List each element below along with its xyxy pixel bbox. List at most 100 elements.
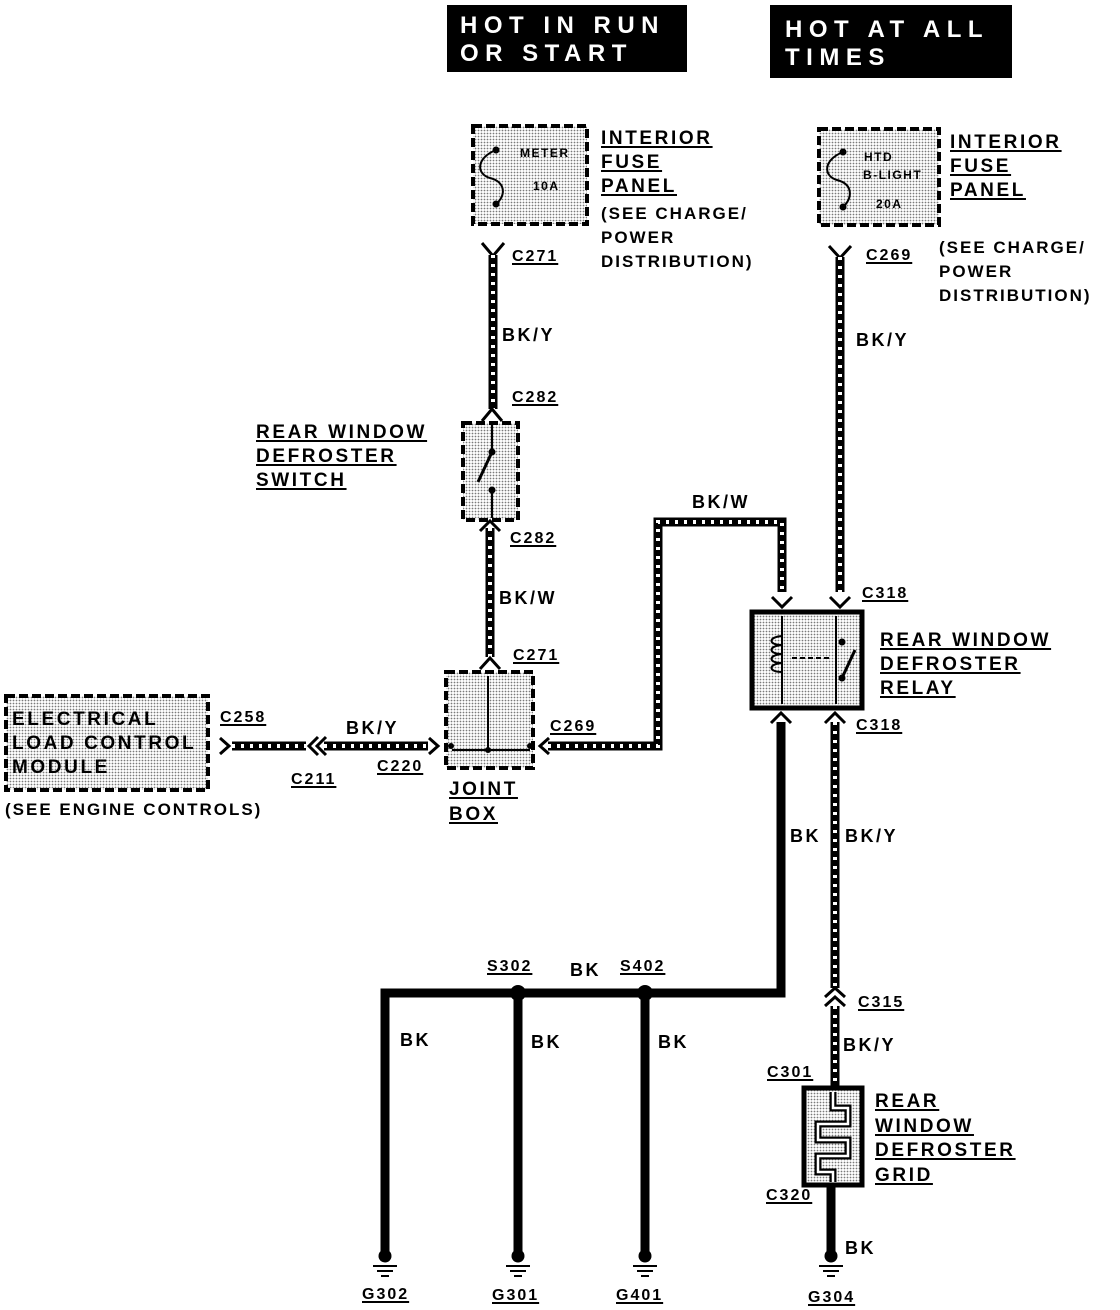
splice-s302 xyxy=(510,985,526,1001)
fuse-element-icon xyxy=(479,149,504,205)
banner-hot-at-all-times: HOT AT ALL TIMES xyxy=(785,16,989,72)
banner-line: TIMES xyxy=(785,44,891,71)
label-line: BOX xyxy=(449,804,498,825)
connector-c282-top xyxy=(480,406,504,422)
wire-color-label: BK xyxy=(658,1032,689,1052)
connector-c282-bottom-label: C282 xyxy=(510,530,557,547)
fuse-meter-name: METER xyxy=(520,146,570,160)
connector-c211 xyxy=(306,735,328,757)
label-line: REAR WINDOW xyxy=(256,422,428,443)
wire-color-label: BK xyxy=(570,960,601,980)
note-line: POWER xyxy=(939,262,1014,281)
banner-hot-in-run-background xyxy=(447,5,687,72)
ground-g301-icon xyxy=(506,1249,530,1277)
wire-bk-w-joint-box-to-relay xyxy=(548,517,787,751)
note-line: (SEE CHARGE/ xyxy=(601,204,748,223)
connector-c301-label: C301 xyxy=(767,1064,814,1081)
fuse-panel-left-note: (SEE CHARGE/ POWER DISTRIBUTION) xyxy=(601,202,754,274)
label-line: RELAY xyxy=(880,678,956,699)
label-line: WINDOW xyxy=(875,1115,974,1137)
label-line: INTERIOR xyxy=(950,132,1062,153)
label-line: INTERIOR xyxy=(601,128,713,149)
elm-label: ELECTRICAL LOAD CONTROL MODULE xyxy=(12,708,196,780)
connector-c269-fuse-label: C269 xyxy=(866,247,913,264)
wire-color-label: BK/Y xyxy=(346,718,400,738)
ground-g401-icon xyxy=(633,1249,657,1277)
rear-window-defroster-grid xyxy=(801,1085,865,1188)
wire-color-label: BK xyxy=(845,1238,876,1258)
splice-s402 xyxy=(637,985,653,1001)
connector-c269-fuse xyxy=(827,244,853,261)
connector-c220-label: C220 xyxy=(377,758,424,775)
connector-c271-fuse xyxy=(480,242,506,259)
connector-c318-top-label: C318 xyxy=(862,585,909,602)
relay-coil-icon xyxy=(770,635,783,673)
fuse-meter-rating: 10A xyxy=(533,179,560,193)
connector-c315 xyxy=(823,985,847,1008)
fuse-htd-name: B-LIGHT xyxy=(863,168,923,182)
wire-color-label: BK/Y xyxy=(845,826,899,846)
note-line: POWER xyxy=(601,228,676,247)
label-line: DEFROSTER xyxy=(875,1140,1016,1161)
label-line: JOINT xyxy=(449,779,518,800)
ground-g302-icon xyxy=(373,1249,397,1277)
wire-color-label: BK xyxy=(790,826,821,846)
wire-color-label: BK/W xyxy=(499,588,557,608)
elm-note: (SEE ENGINE CONTROLS) xyxy=(5,800,263,819)
label-line: DEFROSTER xyxy=(880,654,1021,675)
wire-bk-relay-to-grounds xyxy=(380,722,786,1252)
note-line: DISTRIBUTION) xyxy=(601,252,754,271)
electrical-load-control-module xyxy=(4,694,210,792)
connector-c269-joint-label: C269 xyxy=(550,718,597,735)
fuse-meter-10a xyxy=(471,124,589,226)
note-line: DISTRIBUTION) xyxy=(939,286,1092,305)
joint-box xyxy=(444,670,535,770)
label-line: FUSE xyxy=(601,152,663,173)
banner-line: HOT AT ALL xyxy=(785,16,990,43)
wire-color-label: BK/Y xyxy=(502,325,556,345)
ground-g304-label: G304 xyxy=(808,1289,856,1306)
connector-c315-label: C315 xyxy=(858,994,905,1011)
connector-c320-label: C320 xyxy=(766,1187,813,1204)
rear-window-defroster-switch xyxy=(461,421,520,522)
label-line: MODULE xyxy=(12,757,110,778)
wire-color-label: BK/W xyxy=(692,492,750,512)
label-line: FUSE xyxy=(950,156,1012,177)
connector-c258-label: C258 xyxy=(220,709,267,726)
connector-c220 xyxy=(428,736,441,756)
banner-line: OR START xyxy=(460,40,633,67)
banner-hot-at-all-times-background xyxy=(770,5,1012,78)
splice-s302-label: S302 xyxy=(487,958,533,975)
label-line: REAR WINDOW xyxy=(880,630,1052,651)
label-line: PANEL xyxy=(950,180,1026,201)
fuse-panel-left-label: INTERIOR FUSE PANEL xyxy=(601,127,713,199)
ground-g304-icon xyxy=(819,1249,843,1277)
connector-c271-joint-label: C271 xyxy=(513,647,560,664)
relay-contact-icon xyxy=(840,649,857,679)
label-line: SWITCH xyxy=(256,470,347,491)
note-line: (SEE CHARGE/ xyxy=(939,238,1086,257)
grid-label: REAR WINDOW DEFROSTER GRID xyxy=(875,1090,1016,1188)
wire-color-label: BK/Y xyxy=(856,330,910,350)
label-line: REAR xyxy=(875,1091,940,1112)
wire-color-label: BK xyxy=(531,1032,562,1052)
connector-c258 xyxy=(219,736,232,756)
fuse-panel-right-note: (SEE CHARGE/ POWER DISTRIBUTION) xyxy=(939,236,1092,308)
label-line: LOAD CONTROL xyxy=(12,733,197,754)
wire-color-label: BK/Y xyxy=(843,1035,897,1055)
banner-line: HOT IN RUN xyxy=(460,12,665,39)
connector-c318-bottom xyxy=(769,710,847,725)
ground-g301-label: G301 xyxy=(492,1287,540,1304)
fuse-element-icon xyxy=(826,151,851,208)
connector-c282-bottom xyxy=(478,518,502,533)
relay-label: REAR WINDOW DEFROSTER RELAY xyxy=(880,629,1051,701)
connector-c318-bottom-label: C318 xyxy=(856,717,903,734)
fuse-htd-name: HTD xyxy=(864,150,894,164)
switch-arm-icon xyxy=(476,451,494,483)
label-line: PANEL xyxy=(601,176,677,197)
banner-hot-in-run: HOT IN RUN OR START xyxy=(460,12,665,68)
fuse-htd-rating: 20A xyxy=(876,197,903,211)
rear-window-defroster-relay xyxy=(749,609,865,711)
joint-box-label: JOINT BOX xyxy=(449,777,518,827)
